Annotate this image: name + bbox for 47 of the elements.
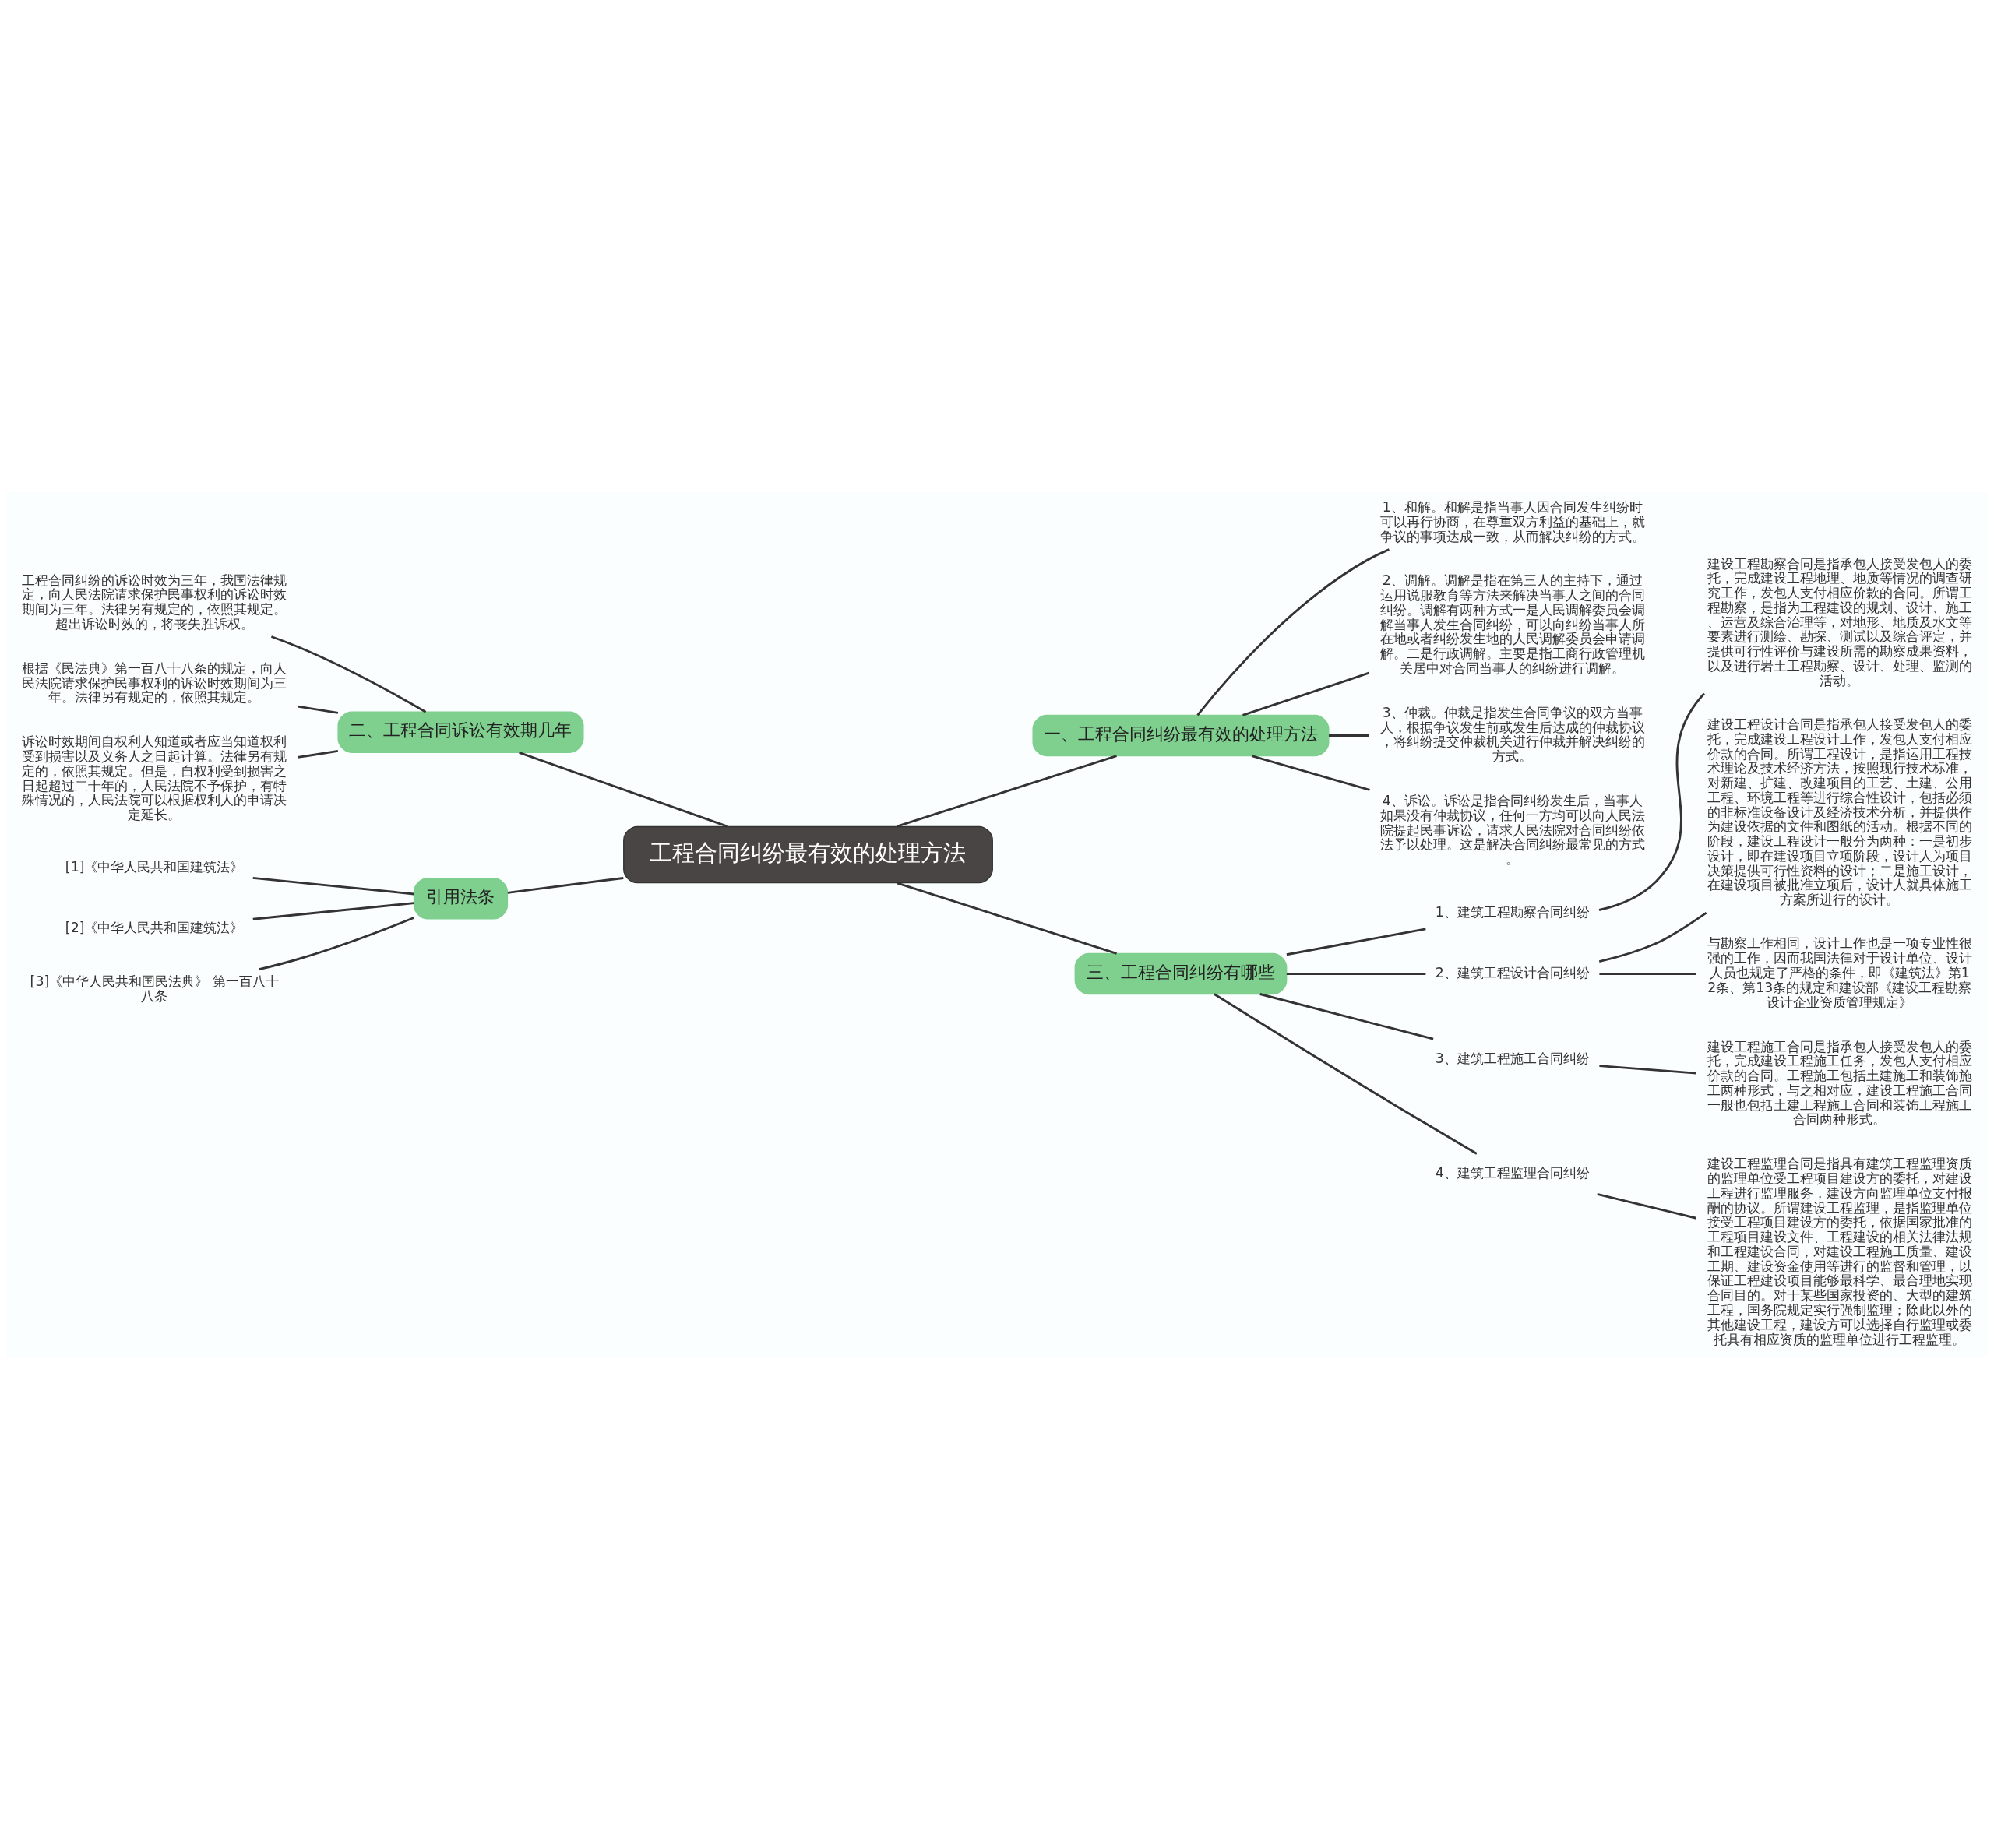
connector	[1329, 734, 1369, 737]
node-text: 建设工程设计合同是指承包人接受发包人的委托，完成建设工程设计工作，发包人支付相应价款的合同。所谓工程设计，是指运用工程技术理论及技术经济方法，按照现行技术标准，对新建、扩建、改建项目的工艺、土建、公用工程、环境工程等进行综合性设计，包括必须的非标准设备设计及经济技术分析，并提供作为建设依据的文件和图纸的活动。根据不同的阶段，建设工程设计一般分为两种：一是初步设计，即在建设项目立项阶段，设计人为项目决策提供可行性资料的设计；二是施工设计，在建设项目被批准立项后，设计人就具体施工方案所进行的设计。	[1707, 716, 1972, 907]
connector	[519, 751, 728, 828]
node-text: 4、诉讼。诉讼是指合同纠纷发生后，当事人如果没有仲裁协议，任何一方均可以向人民法院提起民事诉讼，请求人民法院对合同纠纷依法予以处理。这是解决合同纠纷最常见的方式。	[1379, 792, 1645, 867]
connector	[897, 754, 1117, 828]
connector	[1599, 972, 1696, 975]
node-box: 工程合同纠纷最有效的处理方法	[623, 825, 993, 883]
connector	[1251, 754, 1370, 791]
node-text: 建设工程施工合同是指承包人接受发包人的委托，完成建设工程施工任务，发包人支付相应价款的合同。工程施工包括土建施工和装饰施工两种形式，与之相对应，建设工程施工合同一般也包括土建工程施工合同和装饰工程施工合同两种形式。	[1707, 1038, 1972, 1127]
node-text: [2]《中华人民共和国建筑法》	[65, 919, 244, 935]
node-box: 二、工程合同诉讼有效期几年	[337, 710, 584, 753]
connector	[1286, 927, 1426, 956]
connector	[507, 876, 624, 894]
node-text: 4、建筑工程监理合同纠纷	[1435, 1164, 1590, 1181]
node-text: 3、仲裁。仲裁是指发生合同争议的双方当事人，根据争议发生前或发生后达成的仲裁协议，将纠纷提交仲裁机关进行仲裁并解决纠纷的方式。	[1379, 704, 1645, 764]
connector	[259, 916, 414, 970]
connector	[1598, 911, 1707, 963]
connector	[252, 876, 414, 895]
connector	[1214, 992, 1478, 1155]
node-text: [3]《中华人民共和国民法典》 第一百八十八条	[30, 973, 279, 1004]
node-text: 3、建筑工程施工合同纠纷	[1435, 1050, 1590, 1066]
node-text: 1、和解。和解是指当事人因合同发生纠纷时可以再行协商，在尊重双方利益的基础上，就争议的事项达成一致，从而解决纠纷的方式。	[1379, 498, 1645, 544]
connector	[1196, 547, 1390, 716]
connector	[1599, 1064, 1696, 1074]
node-box: 三、工程合同纠纷有哪些	[1074, 952, 1288, 994]
node-box: 引用法条	[413, 877, 509, 919]
connector	[298, 749, 339, 759]
connector	[1242, 671, 1369, 716]
node-text: [1]《中华人民共和国建筑法》	[65, 858, 244, 875]
node-text: 与勘察工作相同，设计工作也是一项专业性很强的工作，因而我国法律对于设计单位、设计人员也规定了严格的条件，即《建筑法》第12条、第13条的规定和建设部《建设工程勘察设计企业资质管理规定》	[1707, 935, 1972, 1010]
connector	[1597, 1192, 1697, 1220]
node-text: 建设工程勘察合同是指承包人接受发包人的委托，完成建设工程地理、地质等情况的调查研究工作，发包人支付相应价款的合同。所谓工程勘察，是指为工程建设的规划、设计、施工、运营及综合治理等，对地形、地质及水文等要素进行测绘、勘探、测试以及综合评定，并提供可行性评价与建设所需的勘察成果资料，以及进行岩土工程勘察、设计、处理、监测的活动。	[1707, 555, 1972, 688]
connector	[1598, 692, 1705, 911]
node-text: 建设工程监理合同是指具有建筑工程监理资质的监理单位受工程项目建设方的委托，对建设工程进行监理服务，建设方向监理单位支付报酬的协议。所谓建设工程监理，是指监理单位接受工程项目建设方的委托，依据国家批准的工程项目建设文件、工程建设的相关法律法规和工程建设合同，对建设工程施工质量、建设工期、建设资金使用等进行的监督和管理，以保证工程建设项目能够最科学、最合理地实现合同目的。对于某些国家投资的、大型的建筑工程，国务院规定实行强制监理；除此以外的其他建设工程，建设方可以选择自行监理或委托具有相应资质的监理单位进行工程监理。	[1707, 1155, 1972, 1347]
node-box: 一、工程合同纠纷最有效的处理方法	[1032, 714, 1330, 756]
node-text: 工程合同纠纷的诉讼时效为三年，我国法律规定，向人民法院请求保护民事权利的诉讼时效期间为三年。法律另有规定的，依照其规定。超出诉讼时效的，将丧失胜诉权。	[22, 572, 287, 632]
node-text: 1、建筑工程勘察合同纠纷	[1435, 903, 1590, 920]
node-text: 2、建筑工程设计合同纠纷	[1435, 964, 1590, 980]
connector	[252, 901, 414, 920]
connector	[298, 705, 339, 714]
connector	[270, 635, 427, 713]
connector	[1286, 972, 1426, 975]
connector	[897, 881, 1117, 955]
node-text: 根据《民法典》第一百八十八条的规定，向人民法院请求保护民事权利的诉讼时效期间为三年。法律另有规定的，依照其规定。	[22, 660, 287, 705]
connector	[1259, 992, 1434, 1040]
node-text: 诉讼时效期间自权利人知道或者应当知道权利受到损害以及义务人之日起计算。法律另有规定的，依照其规定。但是，自权利受到损害之日起超过二十年的，人民法院不予保护，有特殊情况的，人民法院可以根据权利人的申请决定延长。	[22, 733, 287, 822]
node-text: 2、调解。调解是指在第三人的主持下，通过运用说服教育等方法来解决当事人之间的合同纠纷。调解有两种方式一是人民调解委员会调解当事人发生合同纠纷，可以向纠纷当事人所在地或者纠纷发生地的人民调解委员会申请调解。二是行政调解。主要是指工商行政管理机关居中对合同当事人的纠纷进行调解。	[1379, 572, 1645, 676]
